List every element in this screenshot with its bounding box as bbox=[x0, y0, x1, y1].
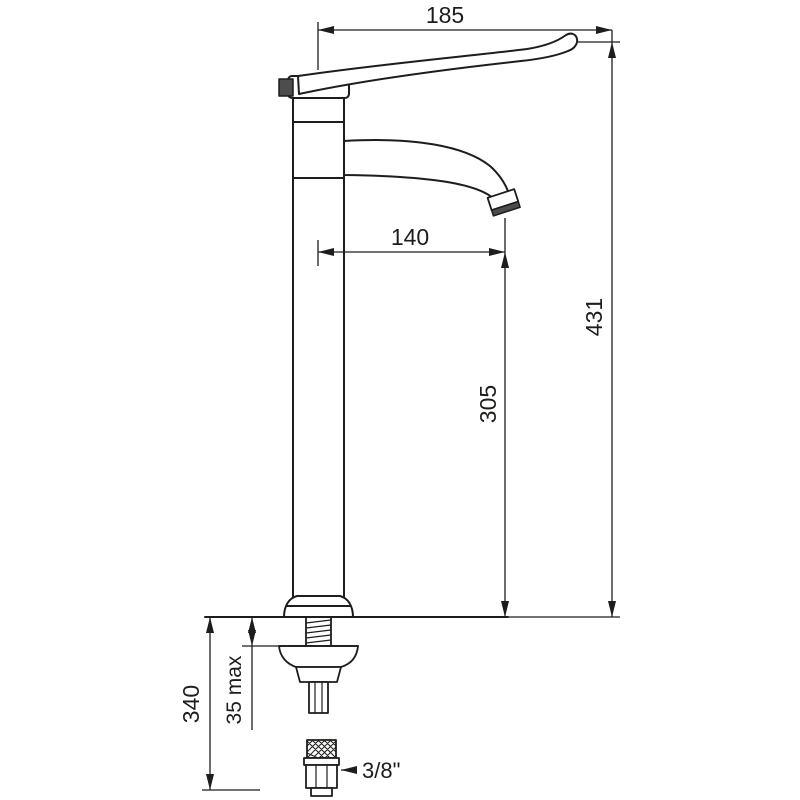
dim-overall-height: 431 bbox=[508, 30, 620, 618]
hose-nut-facets bbox=[315, 764, 328, 789]
shank-threads bbox=[305, 619, 332, 644]
spout bbox=[343, 139, 510, 201]
tailpiece bbox=[308, 681, 329, 714]
aerator-tip bbox=[490, 200, 521, 217]
dim-text-spout-projection: 140 bbox=[391, 224, 429, 250]
body-joint-lines bbox=[292, 121, 345, 179]
dim-text-overall-height: 431 bbox=[581, 298, 607, 336]
dim-text-handle-width: 185 bbox=[426, 2, 464, 28]
dim-spout-height: 305 bbox=[475, 218, 509, 617]
hose-end bbox=[310, 787, 333, 797]
aerator bbox=[486, 188, 521, 217]
dim-text-deck-max: 35 max bbox=[223, 655, 246, 724]
handle-hub-end bbox=[278, 78, 294, 97]
nut-step bbox=[295, 666, 342, 683]
dimensions: 185 431 140 305 340 35 m bbox=[178, 2, 620, 791]
faucet-body bbox=[292, 97, 345, 599]
tailpiece-lines bbox=[314, 681, 323, 714]
dim-below-deck: 340 bbox=[178, 617, 260, 791]
dim-spout-projection: 140 bbox=[317, 224, 505, 266]
hose-nut bbox=[305, 764, 338, 789]
hose-braid bbox=[306, 739, 337, 759]
hose-collar bbox=[303, 757, 340, 766]
dim-deck-max: 35 max bbox=[223, 617, 282, 730]
faucet-drawing bbox=[204, 32, 579, 797]
label-connection: 3/8" bbox=[341, 758, 400, 783]
lever-handle bbox=[297, 32, 579, 95]
dim-handle-width: 185 bbox=[317, 2, 612, 70]
mounting-nut bbox=[278, 645, 359, 668]
dim-text-spout-height: 305 bbox=[475, 385, 501, 423]
label-text-connection: 3/8" bbox=[362, 758, 400, 783]
dim-text-below-deck: 340 bbox=[178, 685, 204, 723]
